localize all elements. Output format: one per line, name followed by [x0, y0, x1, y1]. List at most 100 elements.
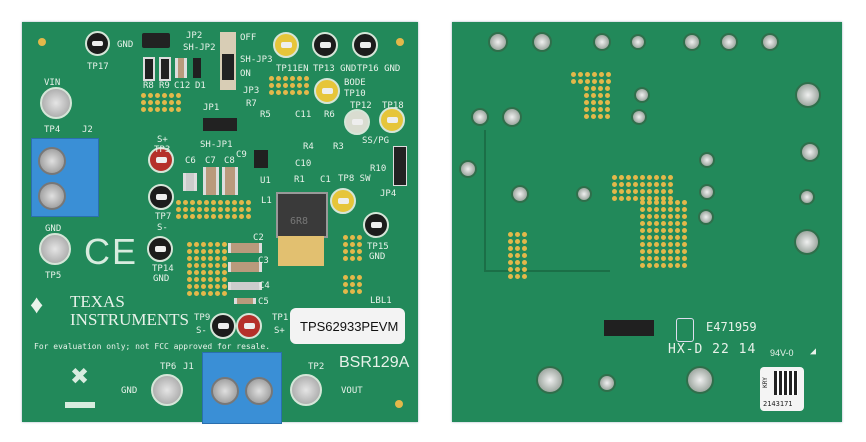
thermal-via-pad: [208, 249, 213, 254]
resistor-r9: [159, 57, 171, 81]
back-pad: [647, 175, 652, 180]
silkscreen-tp16: TP16 GND: [357, 64, 401, 74]
thermal-via-pad: [187, 284, 192, 289]
thermal-via-pad: [343, 235, 348, 240]
back-pad: [661, 242, 666, 247]
thermal-via-pad: [176, 100, 181, 105]
test-point-tp7: [148, 184, 174, 210]
thermal-via-pad: [218, 200, 223, 205]
back-via-pad: [471, 108, 489, 126]
back-pad: [591, 100, 596, 105]
thermal-via-pad: [304, 76, 309, 81]
back-pad: [668, 228, 673, 233]
silkscreen-jp1: JP1: [203, 103, 220, 113]
silkscreen-j1: J1: [183, 362, 194, 372]
test-point-tp6: [151, 374, 183, 406]
back-pad: [598, 107, 603, 112]
back-pad: [598, 114, 603, 119]
thermal-via-pad: [222, 270, 227, 275]
test-point-tp14: [147, 236, 173, 262]
back-pad: [675, 200, 680, 205]
back-pad: [633, 175, 638, 180]
back-pad: [598, 86, 603, 91]
back-pad: [661, 235, 666, 240]
silkscreen-off: OFF: [240, 33, 257, 43]
back-pad: [515, 274, 520, 279]
back-via-pad: [795, 82, 821, 108]
thermal-via-pad: [343, 249, 348, 254]
thermal-via-pad: [222, 263, 227, 268]
back-pad: [675, 228, 680, 233]
back-pad: [647, 228, 652, 233]
ul-number: E471959: [706, 320, 757, 334]
back-pad: [626, 182, 631, 187]
back-pad: [661, 200, 666, 205]
silkscreen-tp11: TP11EN: [276, 64, 309, 74]
silkscreen-tp7: TP7: [155, 212, 172, 222]
thermal-via-pad: [215, 291, 220, 296]
silkscreen-r6: R6: [324, 110, 335, 120]
back-pad: [647, 221, 652, 226]
back-pad: [522, 246, 527, 251]
thermal-via-pad: [201, 270, 206, 275]
back-pad: [675, 235, 680, 240]
silkscreen-on: ON: [240, 69, 251, 79]
test-point-tp3: [148, 147, 174, 173]
data-matrix-label: KRY 2143171: [760, 367, 804, 411]
thermal-via-pad: [211, 207, 216, 212]
capacitor-c4: [228, 282, 262, 290]
thermal-via-pad: [201, 249, 206, 254]
back-pad: [654, 228, 659, 233]
back-pad: [571, 79, 576, 84]
back-via-pad: [536, 366, 564, 394]
back-via-pad: [698, 209, 714, 225]
thermal-via-pad: [357, 256, 362, 261]
thermal-via-pad: [357, 242, 362, 247]
capacitor-c5: [234, 298, 256, 304]
thermal-via-pad: [239, 200, 244, 205]
back-pad: [578, 79, 583, 84]
back-pad: [661, 196, 666, 201]
silkscreen-r7: R7: [246, 99, 257, 109]
back-pad: [591, 114, 596, 119]
silkscreen-vin: VIN: [44, 78, 61, 88]
thermal-via-pad: [208, 284, 213, 289]
silkscreen-tp8: TP8 SW: [338, 174, 371, 184]
back-pad: [654, 235, 659, 240]
back-pad: [605, 100, 610, 105]
silkscreen-c10: C10: [295, 159, 312, 169]
thermal-via-pad: [187, 277, 192, 282]
thermal-via-pad: [141, 93, 146, 98]
thermal-via-pad: [194, 256, 199, 261]
silkscreen-splus1: S+: [157, 135, 168, 145]
silkscreen-r4: R4: [303, 142, 314, 152]
thermal-via-pad: [304, 90, 309, 95]
back-pad: [606, 79, 611, 84]
back-pad: [668, 242, 673, 247]
thermal-via-pad: [350, 275, 355, 280]
logo-line1: TEXAS: [70, 292, 125, 311]
thermal-via-pad: [246, 214, 251, 219]
thermal-via-pad: [357, 235, 362, 240]
thermal-via-pad: [194, 284, 199, 289]
silkscreen-tp15: TP15: [367, 242, 389, 252]
ul-logo-icon: [676, 318, 694, 342]
trace: [484, 130, 610, 272]
flammability-rating: 94V-0: [770, 348, 794, 358]
thermal-via-pad: [169, 93, 174, 98]
silkscreen-c4: C4: [259, 281, 270, 291]
back-pad: [585, 72, 590, 77]
silkscreen-c5: C5: [258, 297, 269, 307]
thermal-via-pad: [204, 214, 209, 219]
silkscreen-c1: C1: [320, 175, 331, 185]
back-pad: [640, 242, 645, 247]
capacitor-c7: [203, 167, 219, 195]
back-pad: [675, 214, 680, 219]
thermal-via-pad: [208, 270, 213, 275]
back-pad: [604, 320, 654, 336]
back-pad: [515, 232, 520, 237]
back-pad: [592, 79, 597, 84]
thermal-via-pad: [176, 214, 181, 219]
thermal-via-pad: [215, 277, 220, 282]
back-via-pad: [634, 87, 650, 103]
